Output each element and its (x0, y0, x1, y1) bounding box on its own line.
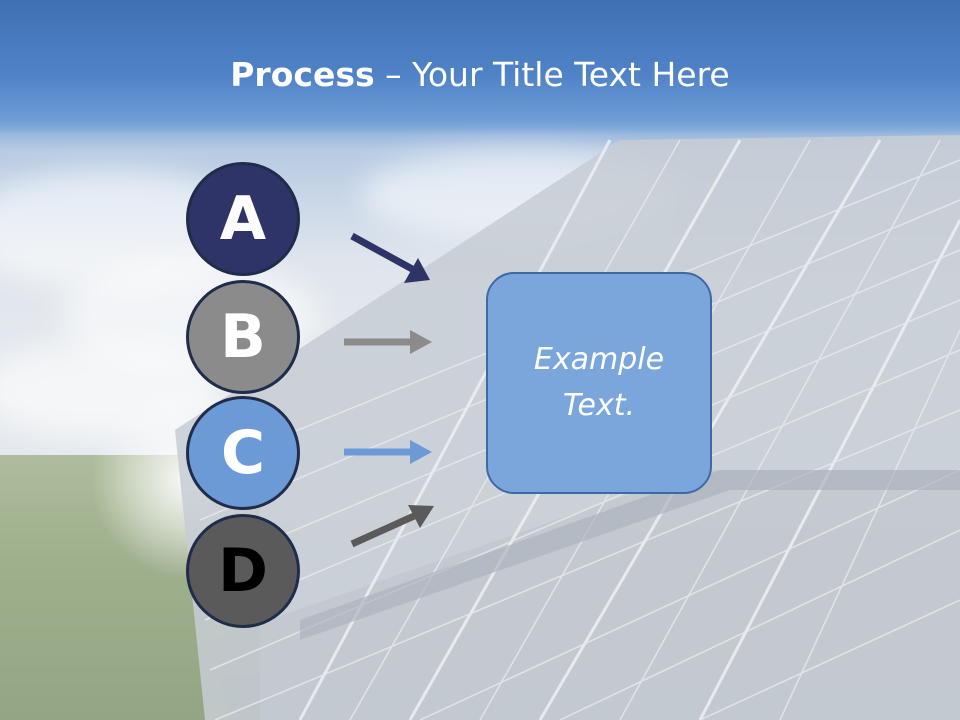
slide-title: Process – Your Title Text Here (0, 52, 960, 98)
step-letter-d: D (218, 536, 268, 606)
step-letter-a: A (219, 184, 267, 254)
arrow-d (350, 505, 434, 548)
example-text-box: Example Text. (486, 272, 712, 494)
title-band (0, 0, 960, 135)
step-circle-b: B (186, 280, 300, 394)
step-circle-d: D (186, 514, 300, 628)
step-letter-b: B (220, 302, 266, 372)
step-circle-a: A (186, 162, 300, 276)
arrow-b (344, 330, 432, 354)
step-circle-c: C (186, 396, 300, 510)
arrow-c (344, 440, 432, 464)
step-letter-c: C (220, 418, 266, 488)
title-bold: Process (230, 55, 375, 94)
title-rest: – Your Title Text Here (374, 55, 730, 94)
example-text: Example Text. (533, 342, 665, 423)
arrow-a (350, 232, 430, 283)
